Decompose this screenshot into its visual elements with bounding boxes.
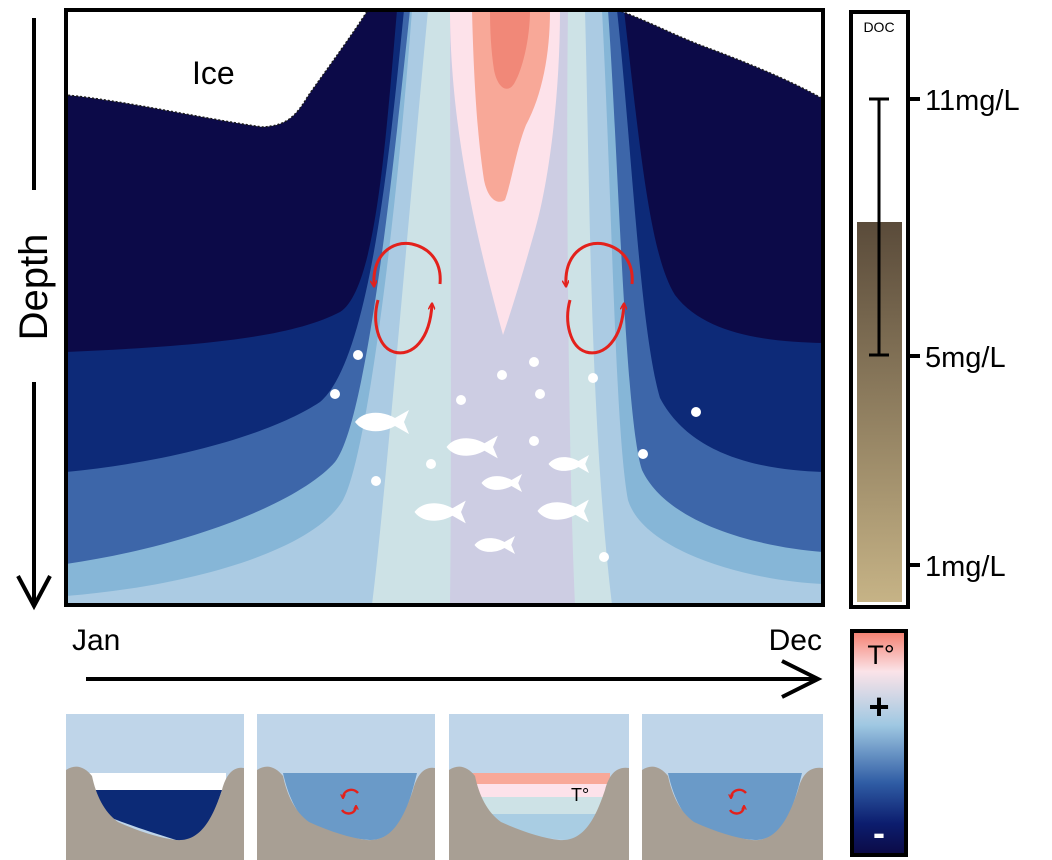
mixing-icon	[730, 788, 747, 815]
lake-panel-autumn	[642, 714, 823, 860]
panel-temperature-label: T°	[571, 785, 589, 805]
lake-water	[668, 773, 802, 840]
contour-band-coral	[490, 10, 530, 89]
doc-tick-label: 11mg/L	[925, 85, 1020, 117]
ice-layer	[88, 773, 226, 790]
particle	[456, 395, 466, 405]
temperature-depth-contour-plot	[66, 10, 823, 605]
lake-panel-summer: T°	[449, 714, 629, 860]
lake-basin	[66, 766, 244, 860]
lake-panel-spring	[257, 714, 435, 860]
depth-arrow-icon	[16, 575, 52, 611]
ice-cover	[66, 10, 369, 128]
doc-tick-label: 5mg/L	[925, 342, 1006, 374]
mixing-gyre-right-icon	[566, 241, 634, 355]
temperature-label: T°	[867, 640, 894, 670]
metalimnion	[472, 784, 610, 797]
ice-label: Ice	[192, 55, 235, 91]
doc-tick-label: 1mg/L	[925, 551, 1006, 583]
particle	[529, 357, 539, 367]
epilimnion-warm	[472, 773, 610, 784]
mixing-gyre-left-icon	[374, 241, 442, 355]
temperature-legend: T° + -	[850, 629, 908, 857]
temperature-colorbar	[850, 629, 908, 857]
month-start-label: Jan	[72, 624, 120, 657]
temperature-minus-label: -	[873, 812, 885, 853]
lake-water	[94, 790, 222, 841]
particle	[353, 350, 363, 360]
lake-water	[283, 773, 417, 840]
time-arrow-icon	[781, 659, 823, 699]
hypolimnion-upper	[472, 797, 610, 814]
particle	[330, 389, 340, 399]
doc-label: DOC	[863, 19, 894, 35]
particle	[497, 370, 507, 380]
particle	[588, 373, 598, 383]
particle	[426, 459, 436, 469]
particle	[599, 552, 609, 562]
lake-basin	[449, 766, 629, 860]
contour-plot-frame	[64, 8, 825, 607]
particle	[638, 449, 648, 459]
particle	[529, 436, 539, 446]
depth-label: Depth	[12, 234, 56, 341]
hypolimnion-lower	[478, 814, 606, 840]
month-end-label: Dec	[769, 624, 822, 657]
time-axis: Jan Dec	[72, 624, 823, 699]
particle	[691, 407, 701, 417]
lake-panel-winter	[66, 714, 244, 860]
temperature-plus-label: +	[868, 686, 889, 727]
lake-basin	[642, 766, 823, 860]
mixing-icon	[342, 788, 359, 815]
particle	[371, 476, 381, 486]
contour-band-salmon	[472, 10, 550, 202]
particles	[330, 350, 701, 562]
doc-scale: DOC 11mg/L 5mg/L 1mg/L	[849, 10, 1020, 609]
ice-cover-right	[617, 10, 823, 100]
depth-axis: Depth	[12, 18, 56, 611]
lake-basin	[257, 766, 435, 860]
particle	[535, 389, 545, 399]
